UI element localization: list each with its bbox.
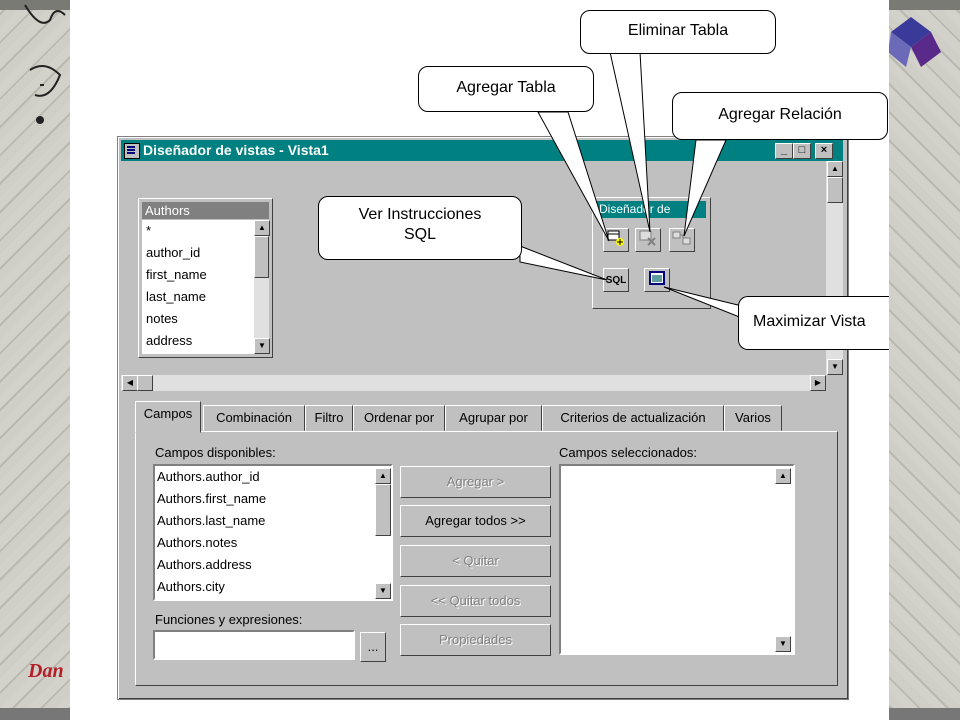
scroll-thumb[interactable] — [827, 177, 843, 203]
table-title[interactable]: Authors — [142, 202, 269, 219]
remove-table-icon — [639, 230, 656, 246]
list-item[interactable]: Authors.notes — [157, 535, 238, 550]
remove-table-button[interactable] — [635, 228, 661, 252]
scroll-thumb[interactable] — [254, 236, 269, 278]
callout-agregar-relacion: Agregar Relación — [672, 92, 888, 140]
available-fields-list[interactable]: Authors.author_id Authors.first_name Aut… — [153, 464, 393, 601]
selected-fields-list[interactable]: ▲ ▼ — [559, 464, 795, 655]
remove-all-fields-button[interactable]: << Quitar todos — [400, 585, 551, 617]
hscroll-thumb[interactable] — [137, 375, 153, 391]
toolbar-title[interactable]: Diseñador de — [596, 201, 706, 218]
callout-ver-sql-line1: Ver Instrucciones — [358, 206, 482, 223]
field-item[interactable]: address — [146, 333, 193, 348]
scroll-up-arrow-icon[interactable]: ▲ — [827, 161, 843, 177]
scroll-right-arrow-icon[interactable]: ▶ — [810, 375, 826, 391]
table-field-list[interactable]: * author_id first_name last_name notes a… — [142, 220, 254, 354]
add-all-fields-button[interactable]: Agregar todos >> — [400, 505, 551, 537]
table-list-scrollbar[interactable]: ▲ ▼ — [254, 220, 270, 354]
author-signature-decoration: Dan — [28, 660, 64, 682]
tab-campos[interactable]: Campos — [135, 401, 201, 433]
callout-ver-sql-line2: SQL — [403, 226, 436, 243]
authors-table-box[interactable]: Authors * author_id first_name last_name… — [138, 198, 273, 358]
minimize-button[interactable]: _ — [775, 143, 793, 159]
window-title: Diseñador de vistas - Vista1 — [143, 142, 329, 158]
list-item[interactable]: Authors.author_id — [157, 469, 260, 484]
scroll-up-arrow-icon[interactable]: ▲ — [254, 220, 270, 236]
scroll-up-arrow-icon[interactable]: ▲ — [375, 468, 391, 484]
add-relation-button[interactable] — [669, 228, 695, 252]
scroll-left-arrow-icon[interactable]: ◀ — [122, 375, 138, 391]
callout-agregar-tabla: Agregar Tabla — [418, 66, 594, 112]
scroll-down-arrow-icon[interactable]: ▼ — [254, 338, 270, 354]
callout-maximizar-vista: Maximizar Vista — [738, 296, 889, 350]
add-table-button[interactable] — [603, 228, 629, 252]
designer-toolbar: Diseñador de SQL — [592, 197, 711, 309]
tab-criterios-actualizacion[interactable]: Criterios de actualización — [542, 405, 724, 431]
field-item[interactable]: author_id — [146, 245, 201, 260]
view-sql-button[interactable]: SQL — [603, 268, 629, 292]
tab-agrupar-por[interactable]: Agrupar por — [445, 405, 542, 431]
available-fields-label: Campos disponibles: — [155, 445, 276, 460]
maximize-button[interactable]: □ — [793, 143, 811, 159]
scroll-up-arrow-icon[interactable]: ▲ — [775, 468, 791, 484]
scroll-down-arrow-icon[interactable]: ▼ — [375, 583, 391, 599]
selected-fields-label: Campos seleccionados: — [559, 445, 698, 460]
list-item[interactable]: Authors.address — [157, 557, 252, 572]
remove-field-button[interactable]: < Quitar — [400, 545, 551, 577]
scroll-down-arrow-icon[interactable]: ▼ — [775, 636, 791, 652]
maximize-view-button[interactable] — [644, 268, 670, 292]
tab-filtro[interactable]: Filtro — [305, 405, 353, 431]
add-field-button[interactable]: Agregar > — [400, 466, 551, 498]
corner-logo-decoration — [888, 17, 941, 67]
window-titlebar: Diseñador de vistas - Vista1 _ □ × — [121, 140, 843, 161]
callout-ver-sql: Ver Instrucciones SQL — [318, 196, 522, 260]
field-item[interactable]: notes — [146, 311, 178, 326]
field-item[interactable]: last_name — [146, 289, 206, 304]
add-relation-icon — [672, 231, 691, 245]
callout-eliminar-tabla: Eliminar Tabla — [580, 10, 776, 54]
tab-combinacion[interactable]: Combinación — [203, 405, 305, 431]
functions-label: Funciones y expresiones: — [155, 612, 303, 627]
right-frame-texture — [889, 0, 960, 720]
diagram-horizontal-scrollbar[interactable]: ◀ ▶ — [121, 375, 826, 391]
scroll-down-arrow-icon[interactable]: ▼ — [827, 359, 843, 375]
functions-browse-button[interactable]: ... — [360, 632, 386, 662]
left-frame-texture — [0, 0, 70, 720]
list-item[interactable]: Authors.last_name — [157, 513, 266, 528]
field-item[interactable]: first_name — [146, 267, 207, 282]
tab-ordenar-por[interactable]: Ordenar por — [353, 405, 445, 431]
list-item[interactable]: Authors.first_name — [157, 491, 267, 506]
maximize-view-icon — [649, 271, 665, 285]
tab-varios[interactable]: Varios — [724, 405, 782, 431]
designer-app-icon — [124, 143, 140, 159]
field-item[interactable]: * — [146, 223, 152, 238]
cat-sketch-decoration — [24, 4, 66, 124]
list-item[interactable]: Authors.city — [157, 579, 225, 594]
scroll-thumb[interactable] — [375, 484, 391, 536]
add-table-icon — [607, 230, 624, 246]
functions-input[interactable] — [153, 630, 355, 660]
properties-button[interactable]: Propiedades — [400, 624, 551, 656]
close-button[interactable]: × — [815, 143, 833, 159]
